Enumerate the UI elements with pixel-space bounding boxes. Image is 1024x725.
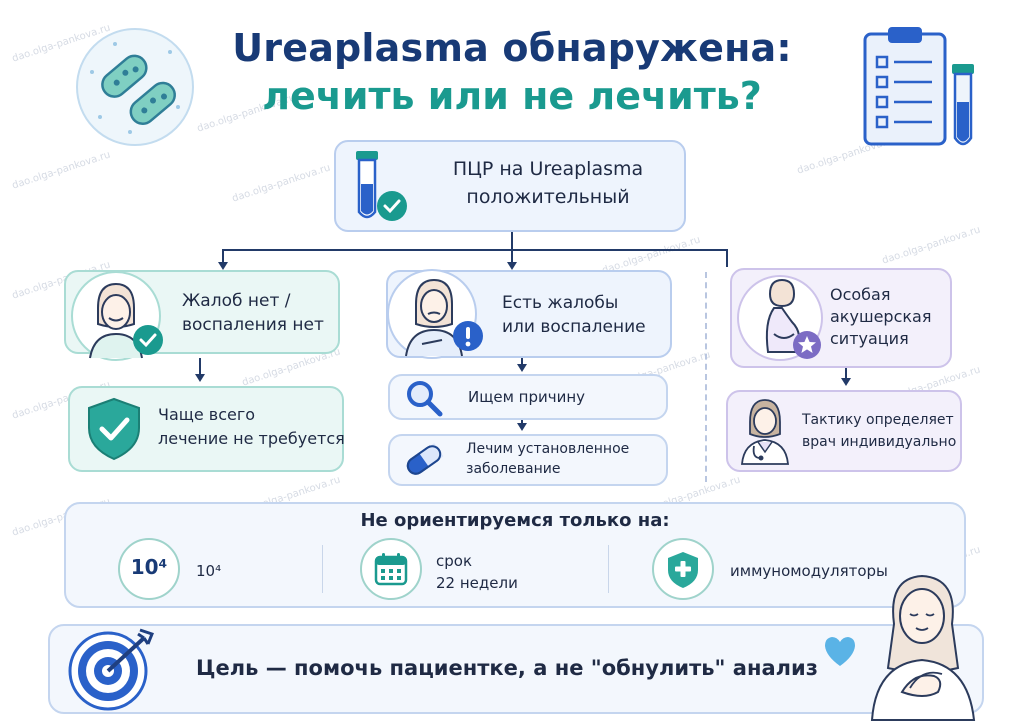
check-badge-icon [377,191,407,221]
treat-disease-line1: Лечим установленное [466,441,630,457]
watermark: dao.olga-pankova.ru [10,149,112,192]
obstetric-line2: акушерская [830,307,932,326]
calendar-icon [374,553,408,586]
alert-badge-icon [453,321,483,351]
watermark: dao.olga-pankova.ru [880,224,982,267]
no-complaints-line1: Жалоб нет / [182,291,291,311]
bacteria-icon [76,28,194,146]
divider [322,545,323,593]
connector [845,368,847,378]
shield-check-icon [88,397,140,461]
magnifier-icon [407,381,443,417]
pill-icon [406,443,444,475]
not-only-box [64,502,966,608]
pcr-positive-line2: положительный [466,186,630,208]
connector [199,358,201,374]
shield-plus-icon [668,552,698,588]
divider [608,545,609,593]
no-treatment-line2: лечение не требуется [158,429,345,448]
connector [511,249,513,262]
not-only-heading: Не ориентируемся только на: [360,510,670,531]
threshold-text: 10⁴ [196,562,222,580]
target-icon [68,628,154,711]
immunomodulators-text: иммуномодуляторы [730,562,888,580]
arrow-down-icon [517,364,527,372]
page-subtitle: лечить или не лечить? [262,74,762,118]
obstetric-line3: ситуация [830,329,909,348]
find-cause-text: Ищем причину [468,388,586,406]
term-line1: срок [436,552,473,570]
arrow-down-icon [841,378,851,386]
treat-disease-line2: заболевание [466,461,561,477]
find-cause-box [388,374,668,420]
arrow-down-icon [507,262,517,270]
complaints-line2: или воспаление [502,317,646,337]
connector [521,420,523,425]
goal-text: Цель — помочь пациентке, а не "обнулить"… [196,656,818,680]
connector [726,249,728,267]
star-badge-icon [793,331,821,359]
test-tube-icon [356,151,378,219]
doctor-icon [741,399,789,465]
watermark: dao.olga-pankova.ru [230,162,332,205]
obstetric-line1: Особая [830,285,891,304]
threshold-badge [118,538,180,600]
pcr-positive-line1: ПЦР на Ureaplasma [452,158,644,180]
no-treatment-line1: Чаще всего [158,405,256,424]
doctor-decides-line2: врач индивидуально [802,434,957,450]
complaints-line1: Есть жалобы [502,293,619,313]
connector [511,232,513,250]
dashed-separator [705,272,707,482]
heart-icon [825,637,855,666]
doctor-decides-line1: Тактику определяет [802,412,954,428]
check-badge-icon [133,325,163,355]
arrow-down-icon [195,374,205,382]
arrow-down-icon [517,423,527,431]
threshold-badge-text: 10⁴ [130,555,168,579]
connector [222,249,224,262]
test-tube-icon [952,64,974,146]
page-title: Ureaplasma обнаружена: [232,26,792,70]
term-line2: 22 недели [436,574,518,592]
connector [222,249,728,251]
arrow-down-icon [218,262,228,270]
woman-hands-on-heart-icon [870,574,976,721]
no-complaints-line2: воспаления нет [182,315,324,335]
connector [521,358,523,364]
clipboard-icon [863,27,947,146]
